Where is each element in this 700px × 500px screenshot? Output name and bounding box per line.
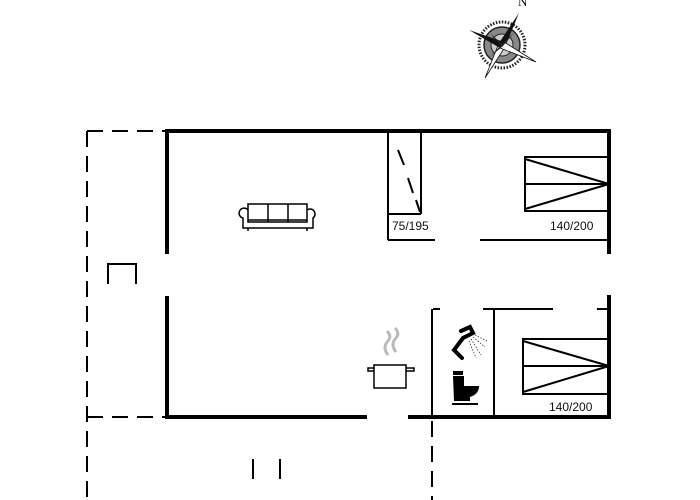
bedroom-2-label: 140/200 xyxy=(549,400,593,414)
toilet-icon xyxy=(452,371,479,405)
wardrobe-bed-label: 75/195 xyxy=(392,219,429,233)
compass-rose-icon: N xyxy=(469,0,537,79)
wardrobe-bed xyxy=(388,133,422,215)
bedroom-1-label: 140/200 xyxy=(550,219,594,233)
shower-icon xyxy=(451,324,488,360)
cooking-pot-icon xyxy=(367,326,415,389)
sofa-icon xyxy=(238,203,316,231)
post-marks xyxy=(252,459,281,479)
north-label: N xyxy=(518,0,528,9)
bed-icon xyxy=(524,156,610,212)
terrace-outline xyxy=(86,130,433,500)
bed-icon xyxy=(522,338,610,395)
entrance-step xyxy=(107,263,137,284)
interior-walls xyxy=(387,131,609,417)
